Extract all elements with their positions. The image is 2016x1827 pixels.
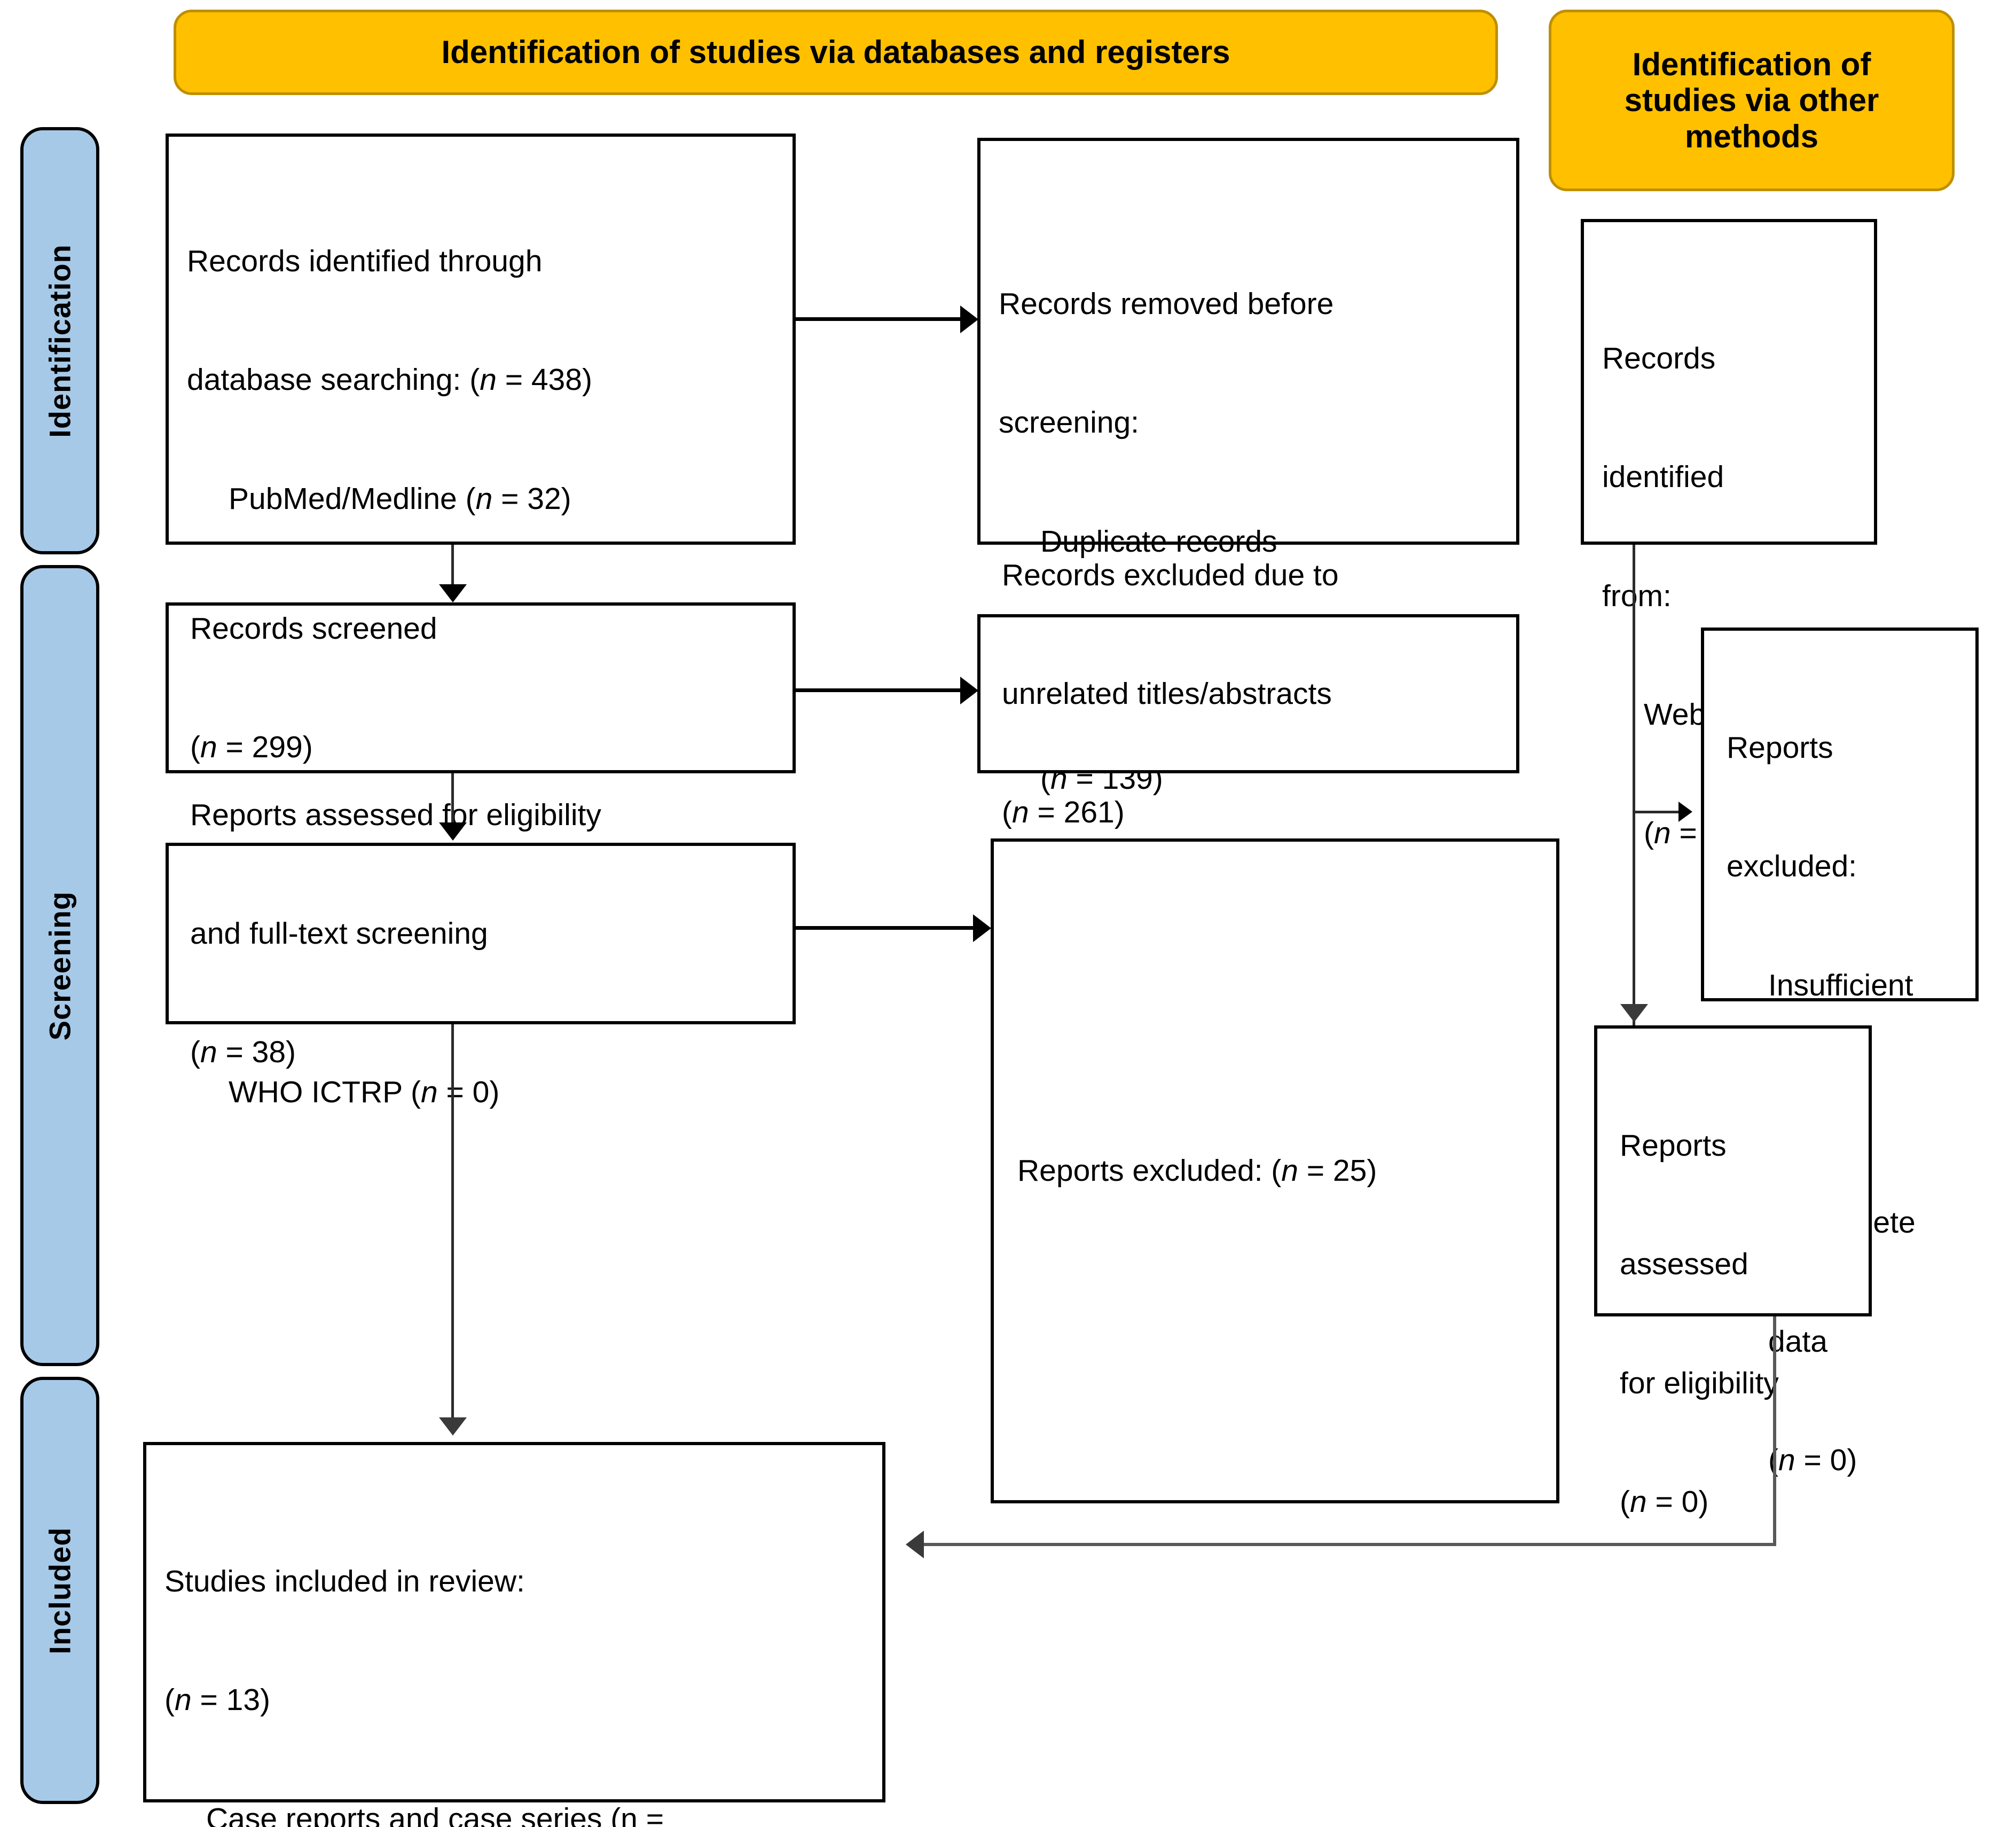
arrowhead-screened-to-excluded	[960, 677, 978, 704]
connector-identified-to-removed	[796, 317, 962, 321]
arrowhead-other-identified-to-excluded	[1678, 802, 1692, 822]
reports-assessed-other-line2: assessed	[1620, 1247, 1748, 1282]
source-who-ictrp: WHO ICTRP (n = 0)	[229, 1075, 500, 1110]
arrowhead-identified-to-screened	[439, 584, 467, 602]
box-records-excluded-titles-abstracts: Records excluded due to unrelated titles…	[977, 558, 1519, 829]
reports-excluded-other-line1: Reports	[1727, 731, 1833, 765]
reports-excluded-center-text: Reports excluded: (n = 25)	[994, 1072, 1393, 1269]
box-reports-excluded-other-methods: Reports excluded: Insufficient or incomp…	[1701, 628, 1979, 1477]
records-identified-total: database searching: (n = 438)	[187, 363, 592, 397]
studies-included-count: (n = 13)	[164, 1683, 271, 1718]
reports-assessed-other-count: (n = 0)	[1620, 1485, 1709, 1519]
arrowhead-screened-to-assessed	[439, 822, 467, 841]
stage-label-included: Included	[43, 1526, 77, 1655]
box-records-identified-databases: Records identified through database sear…	[166, 134, 796, 1109]
header-other-methods: Identification of studies via other meth…	[1549, 10, 1955, 191]
stage-band-screening: Screening	[20, 565, 99, 1366]
reports-assessed-line2: and full-text screening	[190, 916, 488, 951]
connector-identified-to-screened	[451, 545, 454, 586]
records-removed-line2: screening:	[999, 405, 1139, 440]
header-other-methods-label: Identification of studies via other meth…	[1624, 46, 1879, 154]
records-screened-text: Records screened (n = 299)	[169, 530, 453, 846]
box-records-screened: Records screened (n = 299)	[166, 602, 796, 773]
stage-label-identification: Identification	[43, 244, 77, 438]
studies-included-text: Studies included in review: (n = 13) Cas…	[146, 1445, 882, 1827]
arrowhead-assessed-to-excluded-center	[973, 914, 991, 942]
box-studies-included-in-review: Studies included in review: (n = 13) Cas…	[143, 1442, 885, 1827]
reports-excluded-other-sub1: Insufficient	[1768, 968, 1913, 1002]
records-excluded-count: (n = 261)	[1002, 795, 1125, 830]
records-excluded-line2: unrelated titles/abstracts	[1002, 676, 1332, 711]
records-identified-title: Records identified through	[187, 244, 543, 279]
connector-other-assessed-down	[1773, 1316, 1776, 1546]
reports-assessed-other-line1: Reports	[1620, 1128, 1727, 1163]
connector-assessed-to-included	[451, 1024, 454, 1420]
header-databases-label: Identification of studies via databases …	[441, 34, 1230, 70]
box-reports-excluded-center: Reports excluded: (n = 25)	[991, 838, 1559, 1503]
connector-screened-to-assessed	[451, 773, 454, 825]
header-databases-and-registers: Identification of studies via databases …	[174, 10, 1498, 95]
records-screened-count: (n = 299)	[190, 730, 313, 765]
box-records-identified-other-methods: Records identified from: Websites (n = 0…	[1581, 219, 1877, 850]
arrowhead-other-assessed-to-included	[906, 1531, 924, 1558]
reports-excluded-other-sub4: data	[1768, 1324, 1827, 1359]
records-removed-line1: Records removed before	[999, 287, 1334, 322]
reports-assessed-other-text: Reports assessed for eligibility (n = 0)	[1597, 1029, 1869, 1601]
connector-screened-to-excluded	[796, 688, 962, 692]
records-screened-line1: Records screened	[190, 611, 437, 646]
connector-assessed-to-excluded-center	[796, 926, 975, 930]
records-excluded-text: Records excluded due to unrelated titles…	[980, 476, 1355, 911]
reports-excluded-other-line2: excluded:	[1727, 849, 1857, 884]
records-removed-sub1: Duplicate records	[1040, 524, 1277, 559]
reports-assessed-text: Reports assessed for eligibility and ful…	[169, 716, 617, 1151]
arrowhead-assessed-to-included	[439, 1417, 467, 1436]
connector-other-assessed-to-included	[924, 1543, 1776, 1546]
stage-band-identification: Identification	[20, 127, 99, 554]
stage-band-included: Included	[20, 1377, 99, 1804]
records-other-line2: identified	[1602, 460, 1724, 495]
reports-assessed-other-line3: for eligibility	[1620, 1366, 1779, 1400]
arrowhead-identified-to-removed	[960, 305, 978, 333]
connector-other-identified-down	[1633, 545, 1635, 1025]
stage-label-screening: Screening	[43, 891, 77, 1040]
records-excluded-line1: Records excluded due to	[1002, 558, 1339, 592]
connector-other-identified-to-excluded	[1633, 811, 1680, 813]
arrowhead-other-identified-to-assessed	[1620, 1004, 1648, 1022]
records-other-line1: Records	[1602, 341, 1716, 376]
box-records-removed-before-screening: Records removed before screening: Duplic…	[977, 138, 1519, 796]
records-removed-text: Records removed before screening: Duplic…	[980, 141, 1516, 878]
studies-included-case-reports: Case reports and case series (n =	[206, 1801, 664, 1827]
reports-excluded-center-label: Reports excluded: (n = 25)	[1017, 1154, 1377, 1188]
records-other-line3: from:	[1602, 578, 1672, 613]
source-pubmed: PubMed/Medline (n = 32)	[229, 481, 571, 516]
reports-assessed-line1: Reports assessed for eligibility	[190, 797, 601, 832]
reports-assessed-count: (n = 38)	[190, 1035, 296, 1070]
box-reports-assessed-other-methods: Reports assessed for eligibility (n = 0)	[1594, 1025, 1872, 1519]
box-reports-assessed-eligibility: Reports assessed for eligibility and ful…	[166, 798, 796, 1069]
studies-included-line1: Studies included in review:	[164, 1564, 525, 1599]
